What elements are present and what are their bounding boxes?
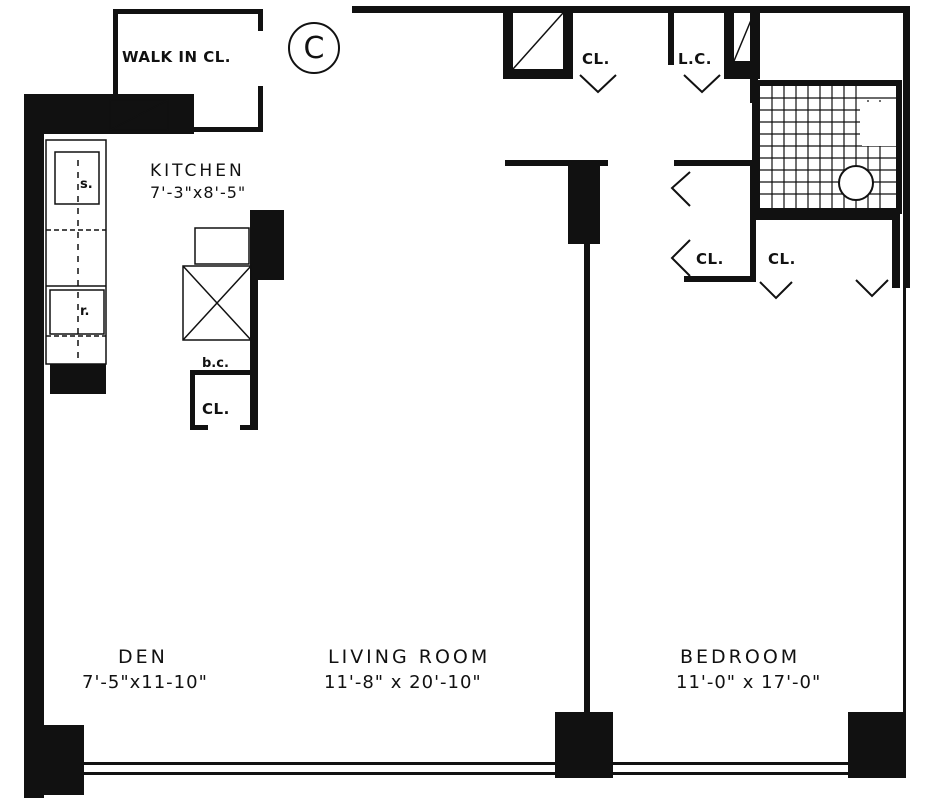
refrigerator-label: r. [80,304,90,319]
kitchen-name: KITCHEN [150,161,245,181]
bedroom-closet-doors [670,171,889,300]
living-room-dims: 11'-8" x 20'-10" [324,672,482,693]
bedroom-name: BEDROOM [680,646,801,668]
bedroom-closet-right-label: CL. [768,250,796,268]
hall-closet-label: CL. [582,50,610,68]
sink-label: s. [80,177,93,192]
living-room-name: LIVING ROOM [328,646,491,668]
den-dims: 7'-5"x11-10" [82,672,208,693]
kitchen-walls [24,94,284,430]
unit-letter-badge: C [288,22,340,74]
walk-in-closet-walls [113,9,263,132]
bedroom-closets [674,160,900,288]
exterior-walls [24,6,910,798]
partition-walls [505,160,608,724]
upper-closets [503,12,760,103]
broom-closet-label: b.c. [202,356,229,371]
kitchen-closet-label: CL. [202,400,230,418]
bedroom-dims: 11'-0" x 17'-0" [676,672,822,693]
bedroom-closet-left-label: CL. [696,250,724,268]
linen-closet-label: L.C. [678,50,712,68]
den-name: DEN [118,646,168,668]
bathroom [752,80,902,214]
kitchen-dims: 7'-3"x8'-5" [150,183,247,202]
walk-in-closet-label: WALK IN CL. [122,48,232,66]
kitchen-fixtures [45,99,252,365]
